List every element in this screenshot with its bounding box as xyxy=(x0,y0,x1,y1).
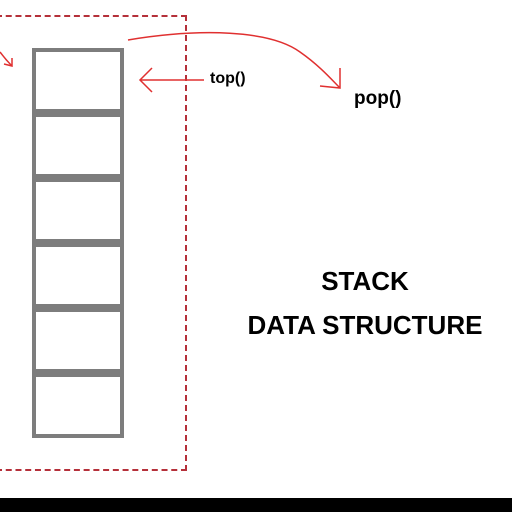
stack-cell xyxy=(32,113,124,178)
top-label: top() xyxy=(210,70,246,87)
pop-label: pop() xyxy=(354,88,402,109)
stack-cell xyxy=(32,243,124,308)
title-stack: STACK xyxy=(321,266,409,296)
title-data-structure: DATA STRUCTURE xyxy=(247,310,483,340)
stack-boundary xyxy=(0,15,187,471)
stack-cell xyxy=(32,178,124,243)
stack-column xyxy=(32,48,124,438)
stack-cell xyxy=(32,48,124,113)
stack-cell xyxy=(32,308,124,373)
stack-cell xyxy=(32,373,124,438)
